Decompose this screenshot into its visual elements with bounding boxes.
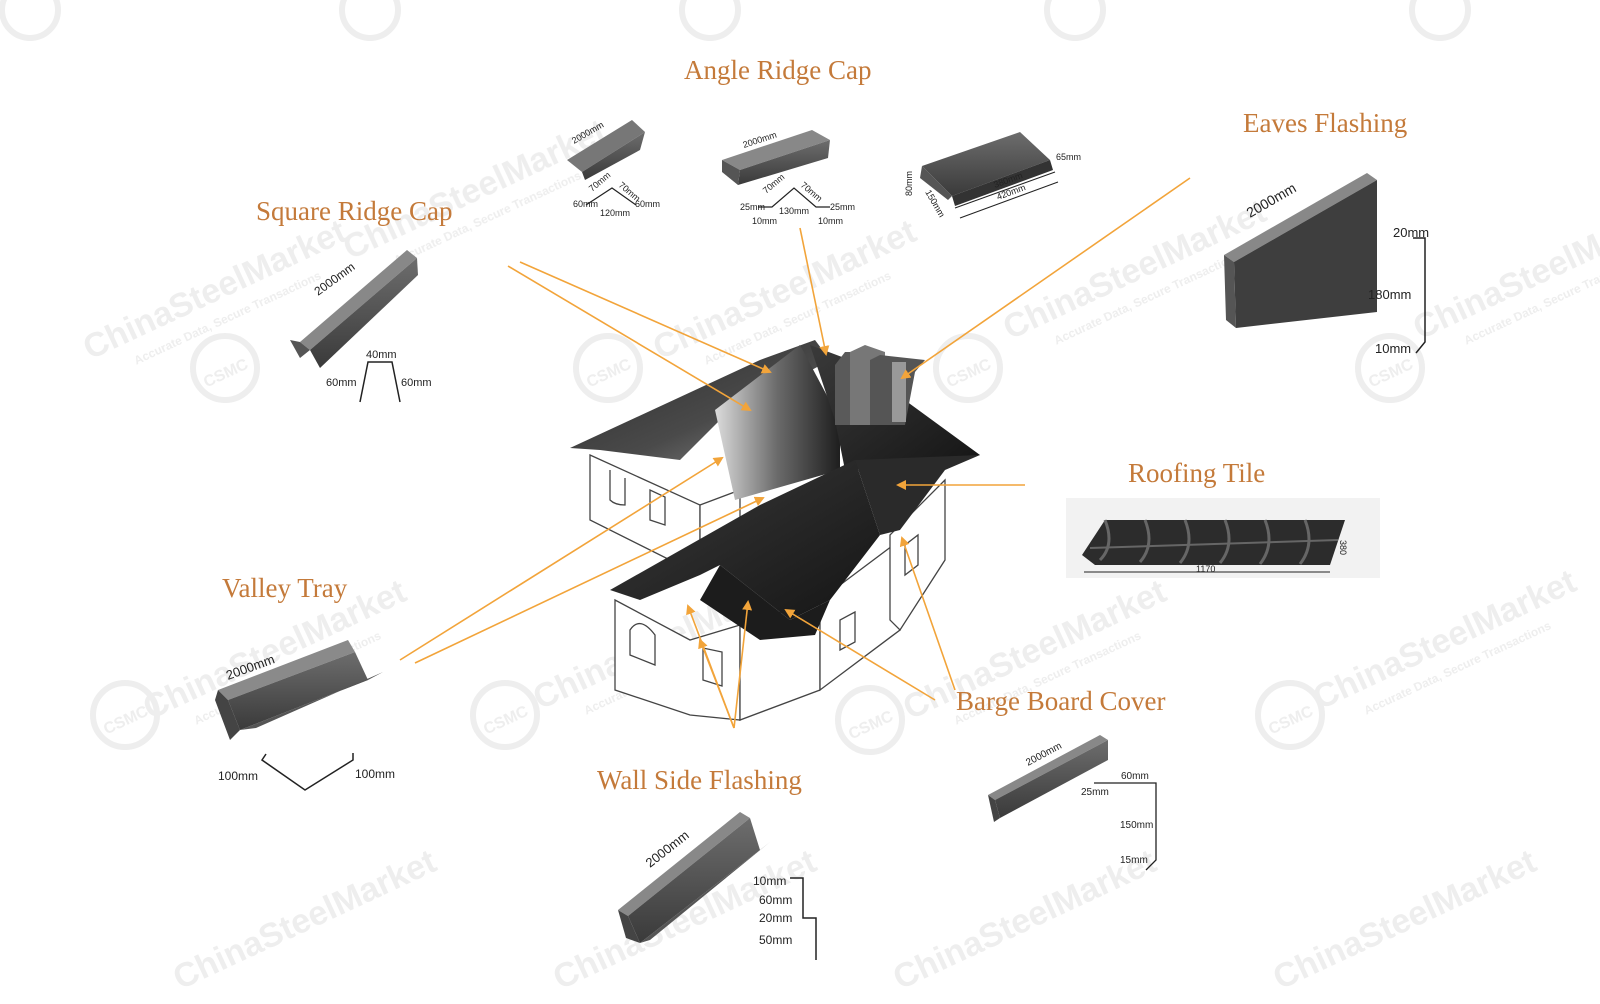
valley-tray-drawing: 2000mm 100mm 100mm: [215, 640, 395, 791]
arrow-valley-1: [399, 456, 724, 661]
roofing-tile-title: Roofing Tile: [1128, 458, 1266, 488]
eaves-d2: 180mm: [1368, 287, 1411, 302]
angle-a-profile: [585, 187, 637, 206]
roofing-tile-width: 1170: [1196, 564, 1215, 574]
barge-profile: [1094, 782, 1157, 871]
arrow-square-ridge-2: [507, 265, 752, 412]
arrow-angle-ridge: [799, 227, 830, 356]
wall-side-flashing-title: Wall Side Flashing: [597, 765, 802, 795]
csmc-logo: [1044, 0, 1106, 41]
roof-front: [610, 460, 880, 620]
csmc-logo: CSMC: [573, 333, 643, 403]
angle-b-mid: 130mm: [779, 206, 809, 216]
wall-side-d1: 10mm: [753, 874, 786, 888]
angle-c-top: 65mm: [1056, 152, 1081, 162]
angle-b-bottom-left: 10mm: [752, 216, 777, 226]
barge-d3: 150mm: [1120, 820, 1153, 831]
roof-dormer: [715, 345, 840, 500]
wall-side-profile: [790, 877, 817, 960]
roof-front-hip: [700, 565, 830, 640]
angle-a-mid: 120mm: [600, 208, 630, 218]
arrow-valley-2: [414, 496, 765, 664]
valley-right: 100mm: [355, 767, 395, 781]
arrow-barge-2: [899, 536, 956, 691]
csmc-logo: [1409, 0, 1471, 41]
arrow-eaves: [900, 177, 1191, 380]
barge-board-cover-title: Barge Board Cover: [956, 686, 1166, 716]
csmc-logo: CSMC: [470, 680, 540, 750]
angle-ridge-cap-c-drawing: 80mm 150mm 380mm 420mm 65mm: [904, 132, 1081, 219]
eaves-flashing-title: Eaves Flashing: [1243, 108, 1408, 138]
csmc-logo: [0, 0, 61, 41]
roofing-tile-height: 380: [1338, 540, 1348, 555]
house-illustration: [570, 340, 980, 721]
svg-text:CSMC: CSMC: [201, 356, 251, 392]
angle-ridge-cap-a-drawing: 2000mm 70mm 70mm 60mm 120mm 60mm: [567, 120, 660, 218]
angle-b-leg2: 70mm: [799, 180, 825, 204]
angle-c-h1: 80mm: [904, 171, 914, 196]
chimney: [835, 345, 925, 425]
svg-text:CSMC: CSMC: [1366, 356, 1416, 392]
angle-b-profile: [758, 187, 830, 208]
valley-profile: [260, 753, 354, 791]
watermark: ChinaSteelMarket: [167, 842, 442, 997]
barge-d1: 60mm: [1121, 771, 1149, 782]
barge-d4: 15mm: [1120, 855, 1148, 866]
svg-text:CSMC: CSMC: [846, 708, 896, 744]
csmc-logo: [679, 0, 741, 41]
angle-a-right: 60mm: [635, 199, 660, 209]
eaves-d1: 20mm: [1393, 225, 1429, 240]
watermark: ChinaSteelMarket Accurate Data, Secure T…: [1307, 562, 1582, 717]
svg-text:ChinaSteelMarket: ChinaSteelMarket: [167, 842, 442, 997]
csmc-logo: CSMC: [835, 685, 905, 755]
csmc-logo: CSMC: [1255, 680, 1325, 750]
svg-text:ChinaSteelMarket: ChinaSteelMarket: [337, 112, 612, 267]
svg-text:CSMC: CSMC: [944, 356, 994, 392]
square-ridge-right: 60mm: [401, 377, 432, 389]
arrow-square-ridge-1: [519, 261, 772, 374]
square-ridge-cap-title: Square Ridge Cap: [256, 196, 453, 226]
svg-text:ChinaSteelMarket: ChinaSteelMarket: [647, 212, 922, 367]
angle-b-bottom-right: 10mm: [818, 216, 843, 226]
csmc-logo: [339, 0, 401, 41]
square-ridge-profile: [359, 361, 401, 403]
svg-text:ChinaSteelMarket: ChinaSteelMarket: [1267, 842, 1542, 997]
svg-text:CSMC: CSMC: [481, 703, 531, 739]
angle-b-right: 25mm: [830, 202, 855, 212]
svg-text:ChinaSteelMarket: ChinaSteelMarket: [1307, 562, 1582, 717]
csmc-logo: CSMC: [190, 333, 260, 403]
square-ridge-left: 60mm: [326, 377, 357, 389]
svg-text:CSMC: CSMC: [584, 356, 634, 392]
watermark: ChinaSteelMarket: [1267, 842, 1542, 997]
eaves-profile: [1413, 237, 1426, 354]
arrow-barge-1: [784, 608, 936, 701]
barge-d2: 25mm: [1081, 787, 1109, 798]
wall-side-d4: 50mm: [759, 933, 792, 947]
angle-ridge-cap-b-drawing: 2000mm 70mm 70mm 25mm 130mm 25mm 10mm 10…: [722, 130, 855, 226]
arrow-wall-side-3: [698, 638, 735, 729]
csmc-logo: CSMC: [90, 680, 160, 750]
roof-right: [855, 455, 980, 535]
wall-side-d3: 20mm: [759, 911, 792, 925]
svg-text:CSMC: CSMC: [1266, 703, 1316, 739]
svg-text:CSMC: CSMC: [101, 703, 151, 739]
valley-left: 100mm: [218, 769, 258, 783]
arrow-wall-side-2: [733, 600, 753, 729]
eaves-flashing-drawing: 2000mm 20mm 180mm 10mm: [1224, 173, 1429, 356]
watermark: ChinaSteelMarket Accurate Data, Secure T…: [897, 572, 1172, 727]
angle-ridge-cap-title: Angle Ridge Cap: [684, 55, 872, 85]
csmc-logo: CSMC: [933, 333, 1003, 403]
square-ridge-top: 40mm: [366, 349, 397, 361]
angle-a-left: 60mm: [573, 199, 598, 209]
watermark: ChinaSteelMarket Accurate Data, Secure T…: [1407, 192, 1600, 347]
roofing-tile-drawing: 1170 380: [1066, 498, 1380, 578]
eaves-d3: 10mm: [1375, 341, 1411, 356]
angle-b-left: 25mm: [740, 202, 765, 212]
callout-arrows: [399, 177, 1191, 729]
valley-tray-title: Valley Tray: [222, 573, 348, 603]
wall-side-d2: 60mm: [759, 893, 792, 907]
